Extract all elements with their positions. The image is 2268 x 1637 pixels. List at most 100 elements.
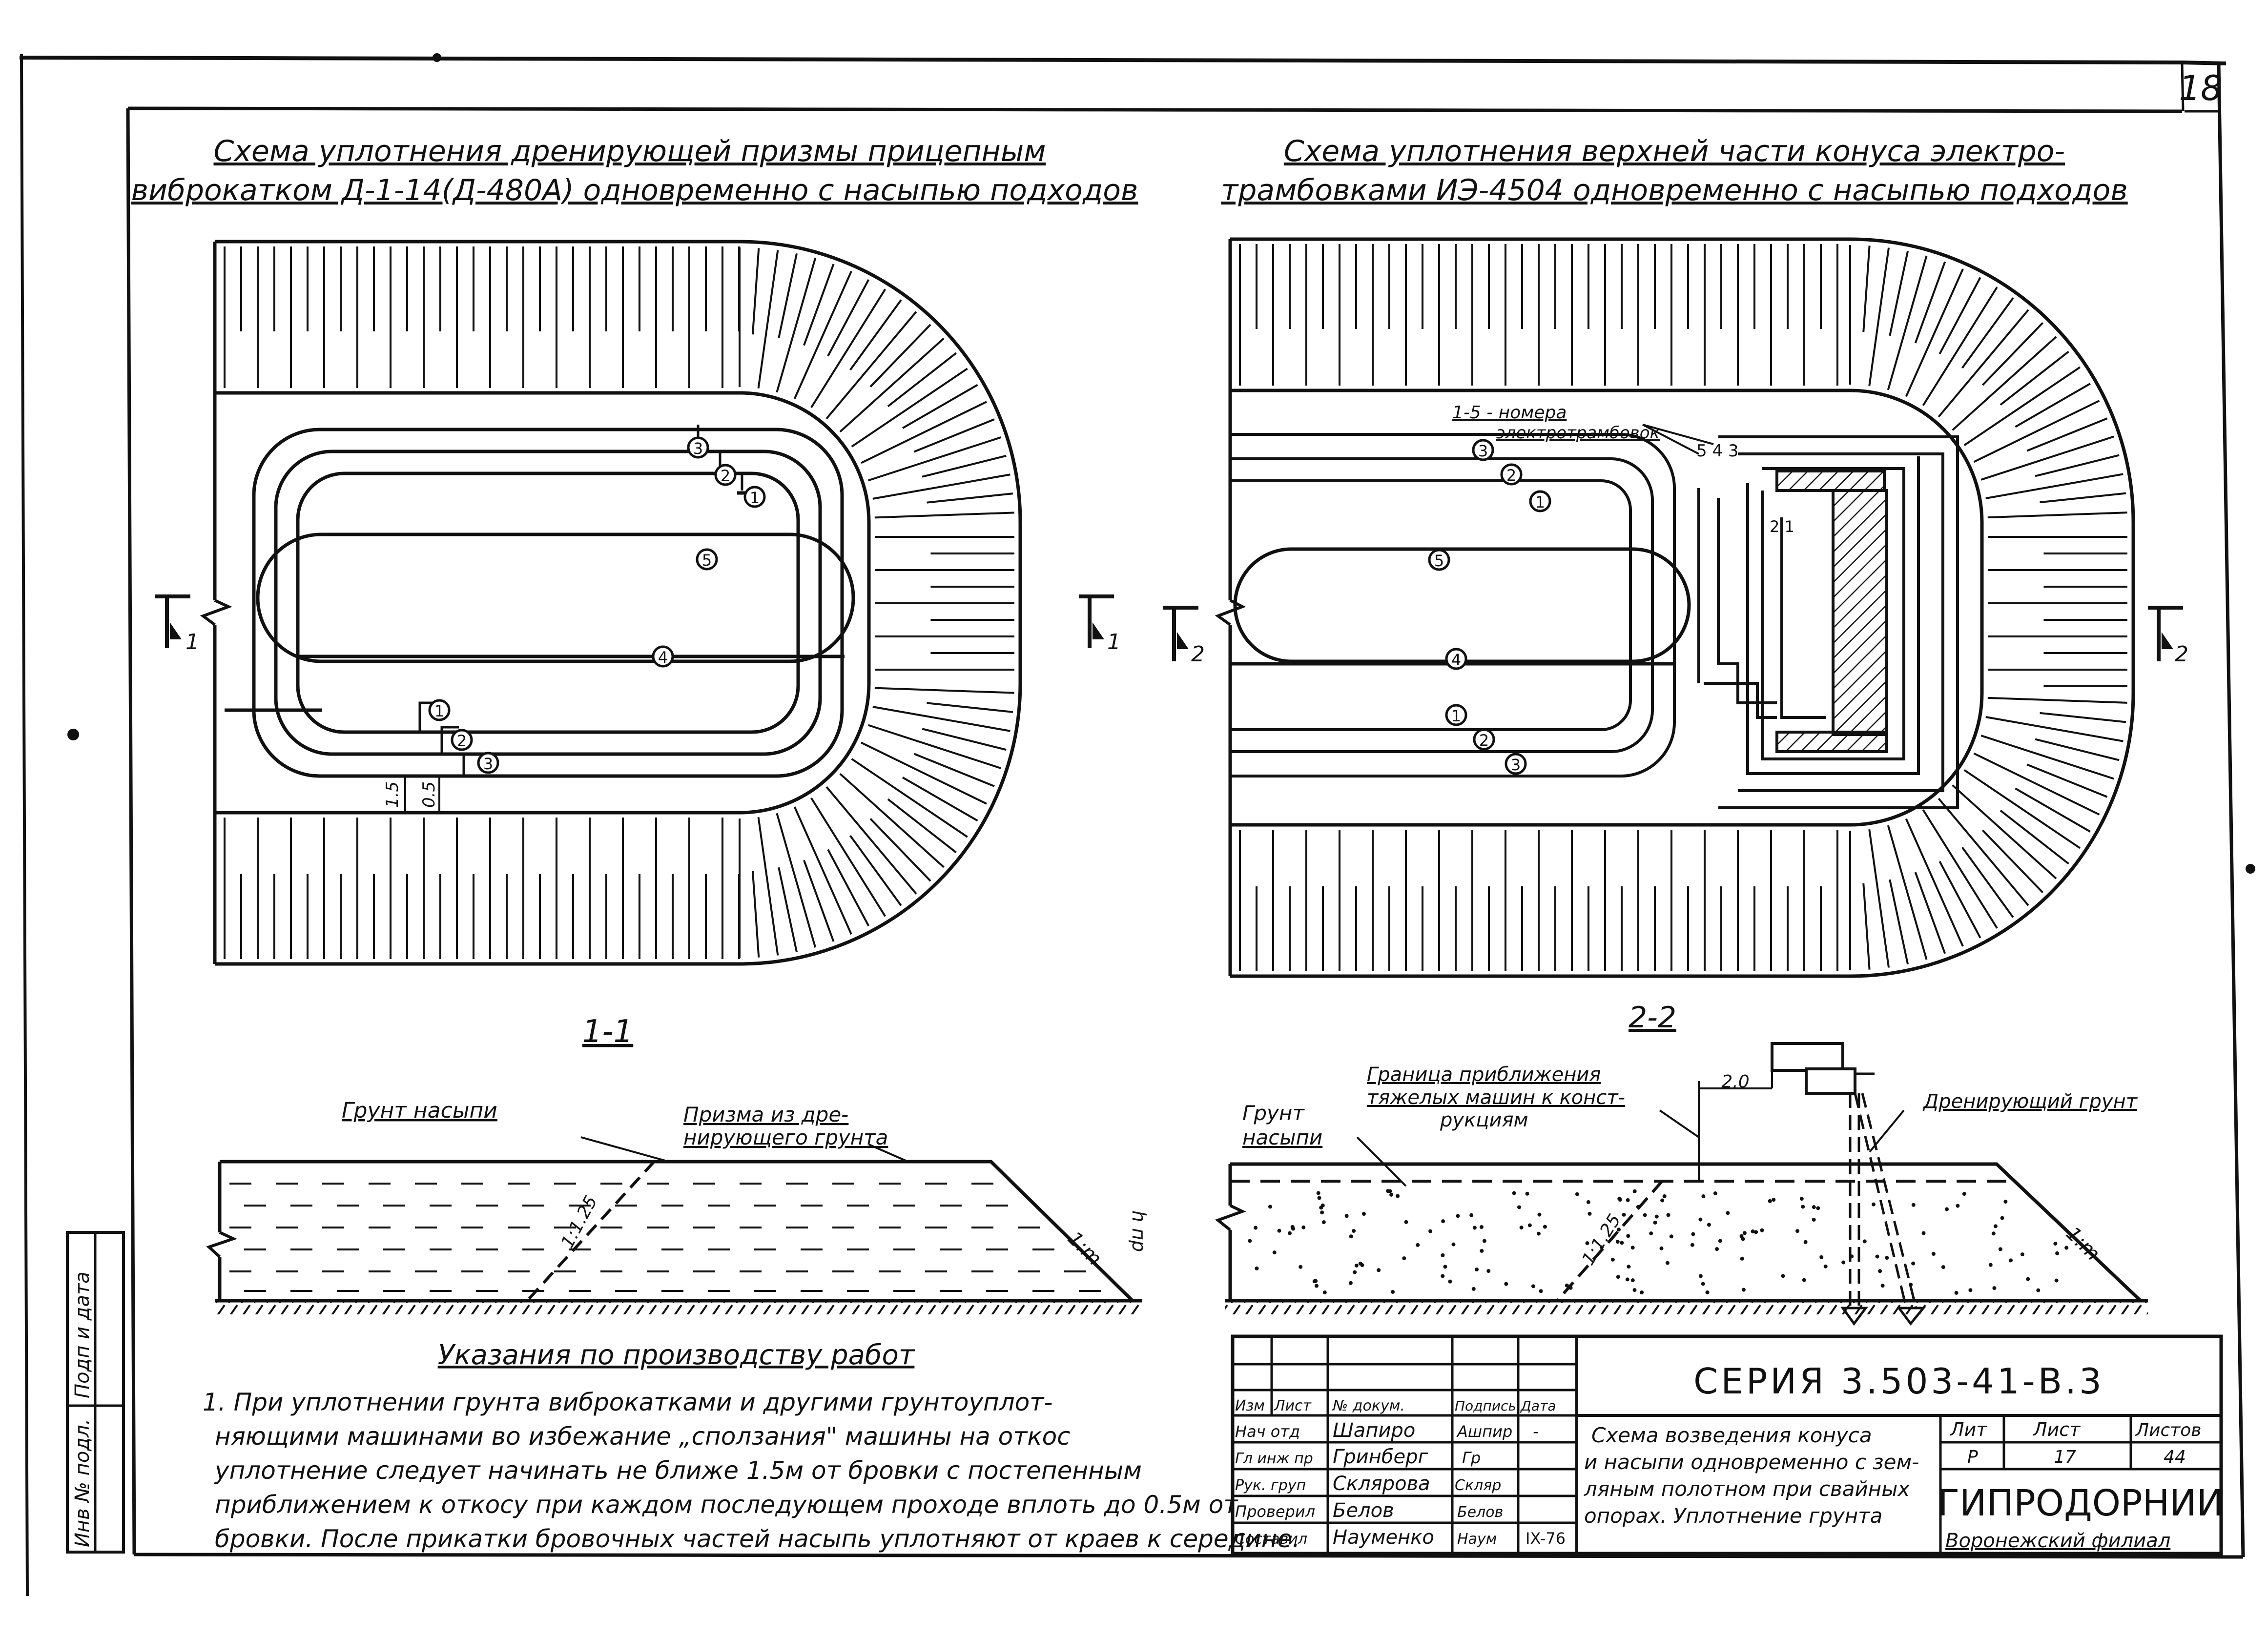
right-marker-3a: 3 xyxy=(1478,442,1488,460)
left-marker-5: 5 xyxy=(702,551,712,570)
section-mark-2 xyxy=(1163,606,2183,661)
side-stamp xyxy=(66,1231,125,1554)
tb-head-sign: Подпись xyxy=(1455,1398,1516,1414)
right-markers xyxy=(1428,439,1551,775)
right-marker-2b: 2 xyxy=(1479,731,1489,750)
tb-name-4: Белов xyxy=(1333,1499,1394,1522)
left-slope-ticks xyxy=(224,246,1014,959)
left-plan-title-2: виброкатком Д-1-14(Д-480А) одновременно … xyxy=(131,173,1138,207)
tb-sign-3: Скляр xyxy=(1455,1477,1501,1494)
right-numbers-top: 5 4 3 xyxy=(1696,441,1739,461)
section-2-drawing xyxy=(1215,1042,2148,1326)
right-embankment-edge xyxy=(1230,389,1984,827)
tb-branch: Воронежский филиал xyxy=(1945,1530,2170,1552)
section-mark-2-right: 2 xyxy=(2175,642,2188,667)
tb-role-4: Проверил xyxy=(1235,1502,1315,1521)
section-mark-2-left: 2 xyxy=(1191,642,1205,667)
section-1-label: 1-1 xyxy=(582,1014,634,1050)
tb-role-3: Рук. груп xyxy=(1235,1477,1306,1494)
instructions-line-3: уплотнение следует начинать не ближе 1.5… xyxy=(214,1456,1142,1485)
section-2-slope-inner: 1:1.25 xyxy=(1578,1210,1625,1269)
tb-name-2: Гринберг xyxy=(1333,1446,1428,1468)
section-mark-1-right: 1 xyxy=(1107,630,1121,655)
section-2-drain: Дренирующий грунт xyxy=(1922,1090,2138,1113)
right-numbers-mid: 2 1 xyxy=(1770,517,1794,536)
section-1-soil: Грунт насыпи xyxy=(342,1098,497,1123)
tb-desc-2: и насыпи одновременно с зем- xyxy=(1584,1450,1919,1474)
tb-role-2: Гл инж пр xyxy=(1235,1450,1313,1467)
section-1-height: h пр xyxy=(1128,1210,1150,1252)
right-marker-1a: 1 xyxy=(1535,493,1545,512)
left-dim-a: 1.5 xyxy=(383,781,402,808)
tb-sheet-head: Лист xyxy=(2032,1419,2081,1440)
tb-head-izm: Изм xyxy=(1235,1397,1265,1414)
right-note-line1: 1-5 - номера xyxy=(1452,403,1567,423)
right-plan-title-2: трамбовками ИЭ-4504 одновременно с насып… xyxy=(1221,173,2127,207)
right-plan xyxy=(1215,237,2135,978)
right-slope-ticks xyxy=(1239,244,2127,971)
section-1-slope-inner: 1:1.25 xyxy=(557,1192,601,1251)
title-series: СЕРИЯ 3.503-41-В.3 xyxy=(1693,1361,2104,1402)
left-marker-3a: 3 xyxy=(693,439,703,458)
right-note-line2: электротрамбовок xyxy=(1496,423,1660,443)
side-stamp-inv: Инв № подл. xyxy=(71,1419,94,1547)
tb-head-doc: № докум. xyxy=(1332,1397,1405,1414)
section-1-slope-outer: 1:m xyxy=(1063,1228,1106,1270)
tb-name-1: Шапиро xyxy=(1333,1419,1415,1442)
section-2-soil-2: насыпи xyxy=(1242,1125,1322,1149)
tb-role-1: Нач отд xyxy=(1235,1422,1300,1441)
tb-name-5: Науменко xyxy=(1333,1526,1434,1549)
tb-sheets-head: Листов xyxy=(2135,1420,2201,1440)
right-marker-1b: 1 xyxy=(1451,707,1461,725)
left-marker-1a: 1 xyxy=(750,489,760,507)
section-1-drawing xyxy=(206,1136,1142,1314)
section-2-soil-1: Грунт xyxy=(1242,1101,1305,1125)
title-block xyxy=(1231,1334,2223,1555)
tb-date-1: - xyxy=(1533,1422,1539,1441)
instructions-line-5: бровки. После прикатки бровочных частей … xyxy=(215,1525,1300,1553)
left-embankment-edge xyxy=(215,391,871,815)
instructions-line-4: приближением к откосу при каждом последу… xyxy=(215,1491,1238,1519)
sheet-number: 18 xyxy=(2179,68,2222,108)
instructions-line-1: 1. При уплотнении грунта виброкатками и … xyxy=(203,1388,1052,1416)
left-dim-b: 0.5 xyxy=(419,781,439,808)
tb-lit-head: Лит xyxy=(1949,1419,1988,1440)
right-marker-5: 5 xyxy=(1434,552,1444,570)
left-cone-edge xyxy=(215,240,1022,966)
left-plan-title-1: Схема уплотнения дренирующей призмы приц… xyxy=(213,134,1046,168)
right-marker-2a: 2 xyxy=(1506,466,1516,485)
tb-desc-3: ляным полотном при свайных xyxy=(1584,1477,1910,1501)
tb-head-date: Дата xyxy=(1520,1398,1556,1414)
section-mark-1-left: 1 xyxy=(186,630,199,655)
tb-lit-value: Р xyxy=(1967,1447,1978,1467)
left-marker-3b: 3 xyxy=(483,755,493,773)
tb-sign-4: Белов xyxy=(1457,1504,1503,1521)
section-2-limit-3: рукциям xyxy=(1440,1109,1528,1131)
tb-head-list: Лист xyxy=(1274,1397,1312,1414)
right-cone-edge xyxy=(1230,237,2135,978)
side-stamp-sign: Подп и дата xyxy=(71,1271,94,1398)
tb-date-5: IX-76 xyxy=(1526,1529,1566,1548)
right-plan-title-1: Схема уплотнения верхней части конуса эл… xyxy=(1284,134,2065,168)
section-1-prism-2: нирующего грунта xyxy=(683,1125,888,1149)
section-2-limit-1: Граница приближения xyxy=(1367,1064,1601,1086)
tb-sign-5: Наум xyxy=(1457,1531,1497,1548)
left-marker-1b: 1 xyxy=(434,702,444,720)
tb-org: ГИПРОДОРНИИ xyxy=(1938,1482,2224,1524)
right-marker-4: 4 xyxy=(1451,651,1461,669)
left-markers xyxy=(428,436,766,774)
left-marker-2a: 2 xyxy=(721,467,730,485)
tb-desc-4: опорах. Уплотнение грунта xyxy=(1584,1504,1882,1528)
left-plan xyxy=(200,240,1022,966)
sheet-frame xyxy=(19,53,2255,1596)
tb-sheets-value: 44 xyxy=(2164,1447,2186,1467)
instructions-line-2: няющими машинами во избежание „сползания… xyxy=(215,1422,1071,1451)
right-marker-3b: 3 xyxy=(1511,756,1521,774)
left-marker-4: 4 xyxy=(658,648,668,667)
section-2-label: 2-2 xyxy=(1629,1001,1676,1035)
tb-name-3: Склярова xyxy=(1333,1473,1430,1495)
tb-sign-1: Ашпир xyxy=(1456,1422,1512,1441)
section-2-limit-2: тяжелых машин к конст- xyxy=(1367,1086,1625,1109)
section-1-prism-1: Призма из дре- xyxy=(683,1103,848,1126)
